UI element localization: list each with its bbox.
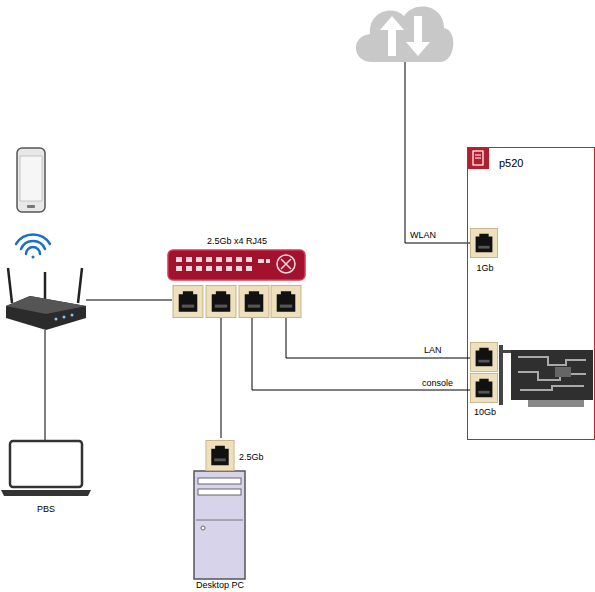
- router-wire: [86, 300, 172, 301]
- node-label: 1Gb: [476, 263, 493, 274]
- cloud-icon: [356, 6, 453, 62]
- nic-ports: 10Gb: [470, 340, 500, 420]
- desktop-pc: 2.5GbDesktop PC: [190, 438, 265, 592]
- machine-frame: p520 1Gb 10Gb: [467, 147, 595, 440]
- laptop-icon: [1, 441, 91, 496]
- router-wire: [45, 330, 46, 440]
- wifi-icon: [16, 235, 50, 259]
- network-cable: [252, 318, 470, 390]
- router-icon: [6, 268, 86, 330]
- port-icon: [470, 374, 497, 403]
- switch-icon: [168, 250, 305, 317]
- network-switch: 2.5Gb x4 RJ45: [168, 234, 306, 318]
- node-label: PBS: [37, 504, 55, 515]
- desktop-tower: [194, 440, 245, 579]
- node-label: 2.5Gb x4 RJ45: [207, 236, 267, 247]
- cable-label: LAN: [424, 345, 442, 356]
- network-cable: [286, 318, 470, 358]
- network-port: 1Gb: [470, 227, 500, 273]
- laptop: PBS: [0, 438, 92, 518]
- node-label: 10Gb: [474, 407, 496, 418]
- phone-icon: [17, 148, 45, 212]
- nic-card: [499, 345, 593, 407]
- wlan-wire: [405, 62, 470, 243]
- server-icon: [467, 147, 489, 169]
- port-icon: [470, 343, 497, 372]
- network-cable: [221, 318, 222, 438]
- wire-label: WLAN: [410, 230, 436, 241]
- node-label: p520: [499, 157, 523, 170]
- cable-label: console: [422, 378, 453, 389]
- node-label: 2.5Gb: [239, 452, 264, 463]
- port-icon: [470, 229, 497, 258]
- node-label: Desktop PC: [196, 580, 244, 591]
